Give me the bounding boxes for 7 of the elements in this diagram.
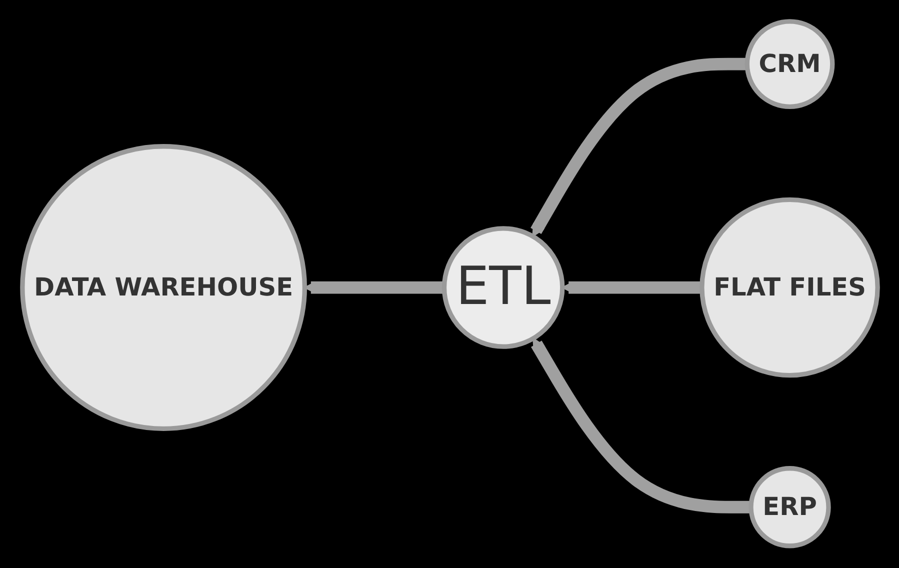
node-circle: FLAT FILES — [699, 198, 880, 378]
node-circle: CRM — [744, 19, 834, 110]
node-circle: ETL — [441, 226, 564, 350]
arrow — [530, 58, 747, 238]
node-circle: DATA WAREHOUSE — [20, 144, 306, 432]
arrow — [530, 338, 750, 514]
node-circle: ERP — [748, 466, 830, 549]
